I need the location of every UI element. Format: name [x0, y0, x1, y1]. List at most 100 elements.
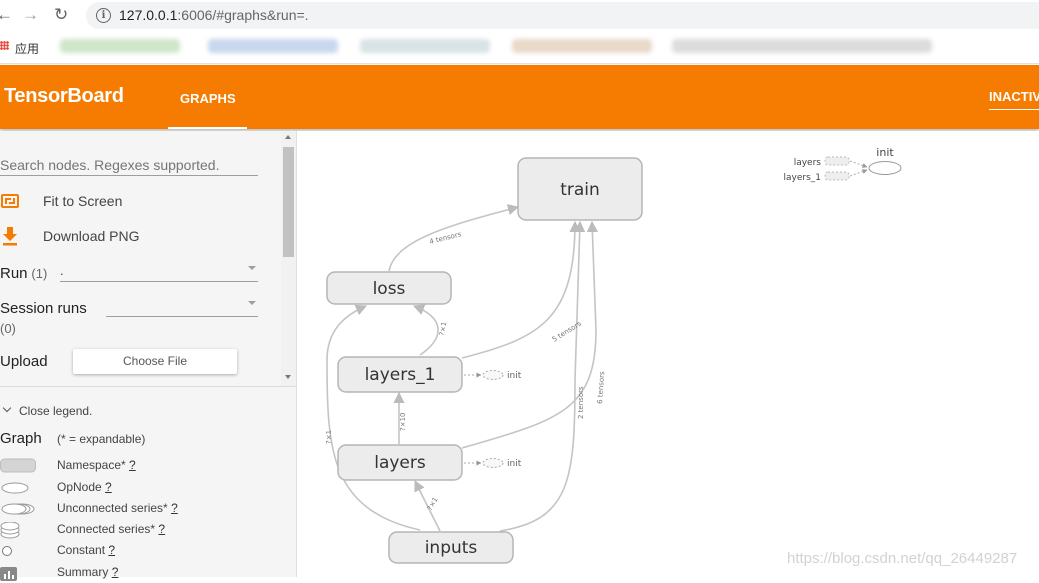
aux-layers-1-ref[interactable] [824, 171, 850, 181]
edge-inputs-layers [414, 479, 441, 532]
fit-screen-icon [1, 194, 19, 208]
bookmark-blurred[interactable] [360, 39, 490, 53]
unconnected-series-icon [1, 503, 35, 515]
bookmark-blurred[interactable] [208, 39, 338, 53]
edge-label: 5 tensors [551, 319, 583, 343]
node-train[interactable]: train [517, 157, 643, 221]
session-runs-count-row: (0) [0, 320, 16, 336]
tab-graphs[interactable]: GRAPHS [168, 65, 247, 129]
bookmark-blurred[interactable] [60, 39, 180, 53]
address-bar[interactable]: i 127.0.0.1:6006/#graphs&run=. [86, 2, 1039, 29]
legend-label: Connected series* ? [57, 522, 166, 536]
reload-icon[interactable]: ↻ [54, 5, 69, 24]
init-ref-label: init [507, 459, 522, 469]
bookmark-blurred[interactable] [512, 39, 652, 53]
legend-label: Constant ? [57, 543, 116, 557]
app-title: TensorBoard [4, 85, 124, 107]
fit-to-screen-label: Fit to Screen [43, 193, 123, 209]
edge-layers1-train [461, 220, 581, 359]
node-inputs-label: inputs [425, 538, 478, 558]
session-runs-dropdown[interactable] [106, 298, 258, 317]
browser-toolbar: ← → ↻ i 127.0.0.1:6006/#graphs&run=. [0, 0, 1039, 31]
upload-label: Upload [0, 353, 48, 370]
node-layers-label: layers [374, 453, 426, 473]
tab-graphs-label: GRAPHS [180, 91, 236, 106]
bookmark-blurred[interactable] [672, 39, 932, 53]
legend-label: OpNode ? [57, 480, 112, 494]
run-label: Run [0, 265, 28, 282]
forward-arrow-icon[interactable]: → [22, 5, 39, 24]
url-text: 127.0.0.1:6006/#graphs&run=. [119, 7, 309, 23]
edge-label: ?×10 [399, 413, 407, 432]
legend-label: Unconnected series* ? [57, 501, 178, 515]
node-layers-1[interactable]: layers_1 [337, 356, 463, 393]
chevron-down-icon [2, 403, 12, 413]
edge-label: 6 tensors [596, 371, 606, 404]
active-tab-indicator [168, 127, 247, 129]
graph-controls: Search nodes. Regexes supported. Fit to … [0, 131, 281, 386]
node-layers[interactable]: layers [337, 444, 463, 481]
session-runs-row: Session runs [0, 300, 87, 317]
run-count: (1) [31, 266, 48, 281]
node-inputs[interactable]: inputs [388, 531, 514, 564]
graph-svg[interactable]: 4 tensors ?×1 5 tensors ?×1 ?×10 ?×1 2 t… [297, 131, 1039, 577]
opnode-icon [1, 482, 29, 494]
dropdown-arrow-icon [248, 301, 256, 305]
session-runs-label: Session runs [0, 300, 87, 317]
scroll-up-arrow-icon[interactable] [285, 135, 291, 139]
node-loss[interactable]: loss [326, 271, 452, 305]
bookmarks-bar: 应用 [0, 31, 1039, 64]
info-icon[interactable]: i [96, 8, 111, 23]
aux-init-node[interactable] [868, 161, 902, 175]
legend-label: Summary ? [57, 565, 119, 579]
bookmark-apps[interactable]: 应用 [15, 42, 40, 56]
edge-label: ?×1 [438, 321, 448, 336]
app-header: TensorBoard GRAPHS INACTIVE [0, 65, 1039, 129]
legend-graph-title: Graph [0, 430, 42, 447]
edge-label: ?×1 [325, 430, 333, 444]
graph-canvas[interactable]: 4 tensors ?×1 5 tensors ?×1 ?×10 ?×1 2 t… [297, 131, 1039, 577]
legend-graph-note: (* = expandable) [57, 432, 146, 446]
connected-series-icon [0, 522, 20, 539]
session-runs-count: (0) [0, 321, 16, 336]
edge-layers1-loss [412, 304, 439, 356]
upload-row: Upload [0, 353, 48, 370]
run-dropdown[interactable]: . [60, 263, 258, 282]
scrollbar-thumb[interactable] [283, 147, 294, 257]
node-train-label: train [560, 180, 600, 200]
edge-label: ?×1 [426, 496, 440, 512]
edge-inputs-loss [326, 304, 421, 531]
aux-init-label: init [876, 146, 894, 159]
run-selector-row: Run (1) [0, 265, 47, 282]
summary-icon [0, 567, 17, 581]
choose-file-button[interactable]: Choose File [73, 349, 237, 374]
aux-layers-1-label: layers_1 [784, 173, 822, 183]
inactive-dropdown[interactable]: INACTIVE [989, 89, 1039, 104]
aux-edge [849, 169, 868, 177]
dropdown-arrow-icon [248, 266, 256, 270]
edge-loss-train [388, 204, 520, 272]
legend-label: Namespace* ? [57, 458, 136, 472]
node-loss-label: loss [373, 279, 406, 299]
download-png-label: Download PNG [43, 228, 140, 244]
aux-layers-label: layers [794, 158, 822, 168]
run-value: . [60, 263, 64, 278]
sidebar: Search nodes. Regexes supported. Fit to … [0, 131, 297, 581]
apps-icon[interactable] [0, 41, 9, 50]
aux-graph: layers layers_1 init [784, 146, 902, 183]
search-input[interactable]: Search nodes. Regexes supported. [0, 157, 258, 176]
scroll-down-arrow-icon[interactable] [285, 375, 291, 379]
inactive-underline [989, 109, 1039, 110]
init-ref-label: init [507, 371, 522, 381]
constant-icon [2, 546, 12, 556]
node-layers-1-label: layers_1 [365, 365, 436, 385]
sidebar-divider [0, 386, 296, 387]
init-ref-icon [482, 458, 504, 468]
aux-layers-ref[interactable] [824, 156, 850, 166]
edge-label: 2 tensors [577, 386, 585, 419]
back-arrow-icon[interactable]: ← [0, 5, 13, 24]
namespace-icon [0, 458, 36, 473]
download-icon [0, 225, 20, 250]
close-legend-label: Close legend. [19, 404, 93, 418]
edge-layers-train [461, 220, 598, 449]
